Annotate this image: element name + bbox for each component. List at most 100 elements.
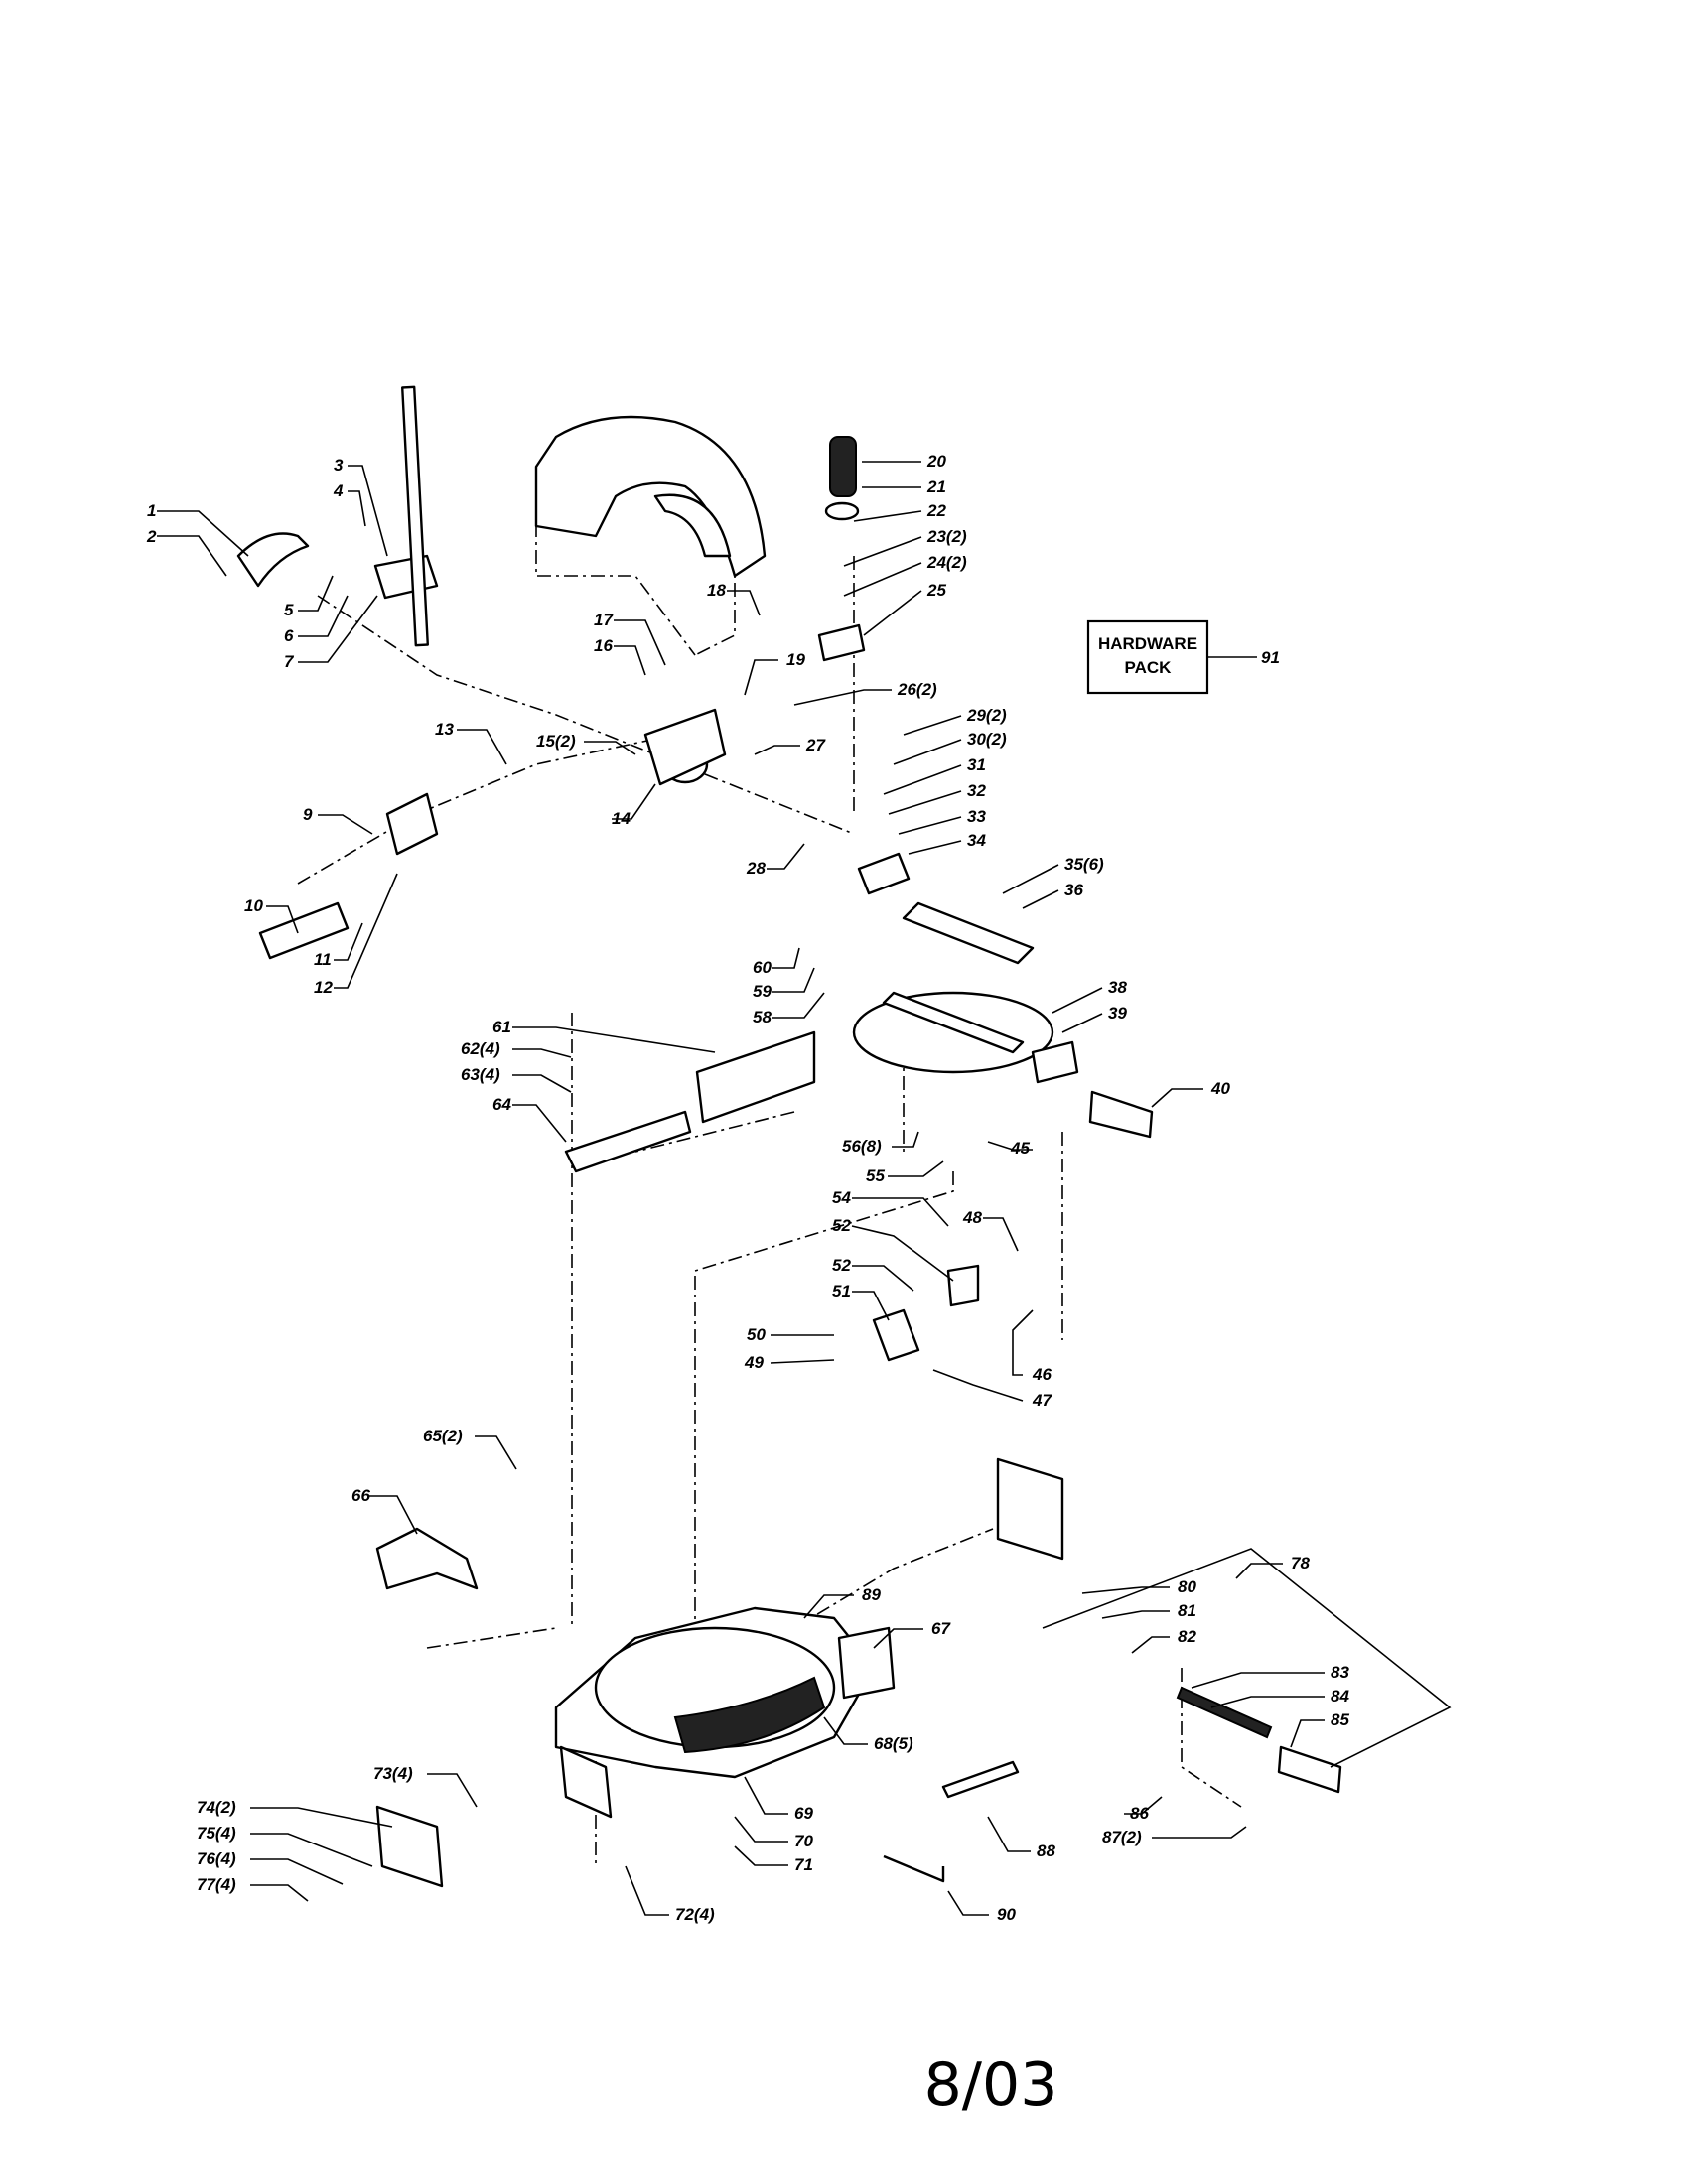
work-clamp-rod	[375, 1527, 479, 1590]
part-label-46: 46	[1032, 1365, 1052, 1384]
part-label-13: 13	[435, 720, 454, 739]
part-label-12: 12	[314, 978, 333, 997]
part-label-80: 80	[1178, 1577, 1196, 1596]
main-fence	[564, 1110, 692, 1173]
part-label-73: 73(4)	[373, 1764, 413, 1783]
part-label-63: 63(4)	[461, 1065, 500, 1084]
part-label-71: 71	[794, 1855, 813, 1874]
part-label-20: 20	[926, 452, 946, 471]
part-label-88: 88	[1037, 1842, 1055, 1860]
table-insert-rail	[902, 901, 1035, 965]
part-label-30: 30(2)	[967, 730, 1007, 749]
part-label-58: 58	[753, 1008, 772, 1026]
part-label-31: 31	[967, 755, 986, 774]
part-label-84: 84	[1331, 1687, 1349, 1706]
part-label-40: 40	[1210, 1079, 1230, 1098]
hold-down-rod	[401, 385, 429, 647]
part-label-66: 66	[351, 1486, 370, 1505]
part-label-51: 51	[832, 1282, 851, 1300]
part-label-4: 4	[333, 481, 344, 500]
part-label-23: 23(2)	[926, 527, 967, 546]
pivot-handle	[258, 901, 350, 960]
guard-inner-arc	[653, 493, 732, 558]
part-label-29: 29(2)	[966, 706, 1007, 725]
part-label-76: 76(4)	[197, 1849, 236, 1868]
part-label-24: 24(2)	[926, 553, 967, 572]
lock-spring	[1176, 1686, 1273, 1739]
part-label-26: 26(2)	[897, 680, 937, 699]
part-label-54: 54	[832, 1188, 851, 1207]
part-label-69: 69	[794, 1804, 813, 1823]
part-label-32: 32	[967, 781, 986, 800]
part-label-1: 1	[147, 501, 156, 520]
part-label-52b: 52	[832, 1256, 851, 1275]
lever-arm	[385, 792, 439, 856]
part-label-81: 81	[1178, 1601, 1196, 1620]
part-label-70: 70	[794, 1832, 813, 1850]
base-leg-left	[559, 1745, 613, 1819]
part-label-55: 55	[866, 1166, 885, 1185]
part-label-7: 7	[284, 652, 295, 671]
hardware-pack-box	[1086, 619, 1209, 695]
part-label-85: 85	[1331, 1710, 1349, 1729]
part-label-9: 9	[303, 805, 313, 824]
part-label-61: 61	[492, 1018, 511, 1036]
table-slot	[882, 991, 1025, 1054]
part-label-77: 77(4)	[197, 1875, 236, 1894]
table-extension	[1031, 1040, 1079, 1084]
part-label-78: 78	[1291, 1554, 1310, 1572]
detent-plate	[872, 1308, 920, 1362]
hex-key	[883, 1854, 945, 1883]
base-leg-right	[837, 1626, 896, 1700]
part-label-19: 19	[786, 650, 805, 669]
part-label-6: 6	[284, 626, 294, 645]
part-label-38: 38	[1108, 978, 1127, 997]
part-label-90: 90	[997, 1905, 1016, 1924]
date-code: 8/03	[924, 2050, 1058, 2119]
part-label-60: 60	[753, 958, 772, 977]
upper-blade-guard	[534, 415, 767, 578]
spring-bracket	[817, 623, 866, 662]
part-label-49: 49	[744, 1353, 764, 1372]
part-label-64: 64	[492, 1095, 511, 1114]
part-label-82: 82	[1178, 1627, 1196, 1646]
part-label-16: 16	[594, 636, 613, 655]
part-label-10: 10	[244, 896, 263, 915]
part-label-45: 45	[1010, 1139, 1030, 1158]
alignment-lines	[297, 496, 1242, 1866]
part-label-59: 59	[753, 982, 772, 1001]
part-label-2: 2	[146, 527, 157, 546]
part-label-50: 50	[747, 1325, 766, 1344]
pivot-bracket	[643, 708, 727, 786]
part-label-3: 3	[334, 456, 344, 475]
part-label-27: 27	[805, 736, 826, 754]
part-label-15: 15(2)	[536, 732, 576, 751]
detent-block	[946, 1264, 980, 1307]
return-spring	[829, 436, 857, 497]
handle-grip	[236, 532, 310, 588]
part-label-75: 75(4)	[197, 1824, 236, 1843]
hardware-pack-line1: HARDWARE	[1098, 634, 1197, 653]
spring-cap	[824, 501, 860, 521]
part-label-34: 34	[967, 831, 986, 850]
part-label-89: 89	[862, 1585, 881, 1604]
part-number-labels: 12345679101112131415(2)1617181920212223(…	[146, 452, 1349, 1924]
blade-wrench	[941, 1760, 1020, 1799]
part-label-87: 87(2)	[1102, 1828, 1142, 1846]
miter-scale	[673, 1676, 826, 1754]
sub-fence	[695, 1030, 816, 1124]
part-label-17: 17	[594, 611, 614, 629]
parts	[236, 385, 1342, 1888]
extension-end-plate	[375, 1805, 444, 1888]
hardware-pack: HARDWARE PACK 91	[1086, 619, 1280, 695]
part-label-72: 72(4)	[675, 1905, 715, 1924]
part-label-39: 39	[1108, 1004, 1127, 1023]
part-label-62: 62(4)	[461, 1039, 500, 1058]
part-label-36: 36	[1064, 881, 1083, 899]
part-label-56: 56(8)	[842, 1137, 882, 1156]
rear-bracket	[996, 1457, 1064, 1561]
part-label-52a: 52	[832, 1216, 851, 1235]
miter-lock-handle	[1088, 1090, 1154, 1139]
bevel-lock-bracket	[857, 852, 911, 895]
